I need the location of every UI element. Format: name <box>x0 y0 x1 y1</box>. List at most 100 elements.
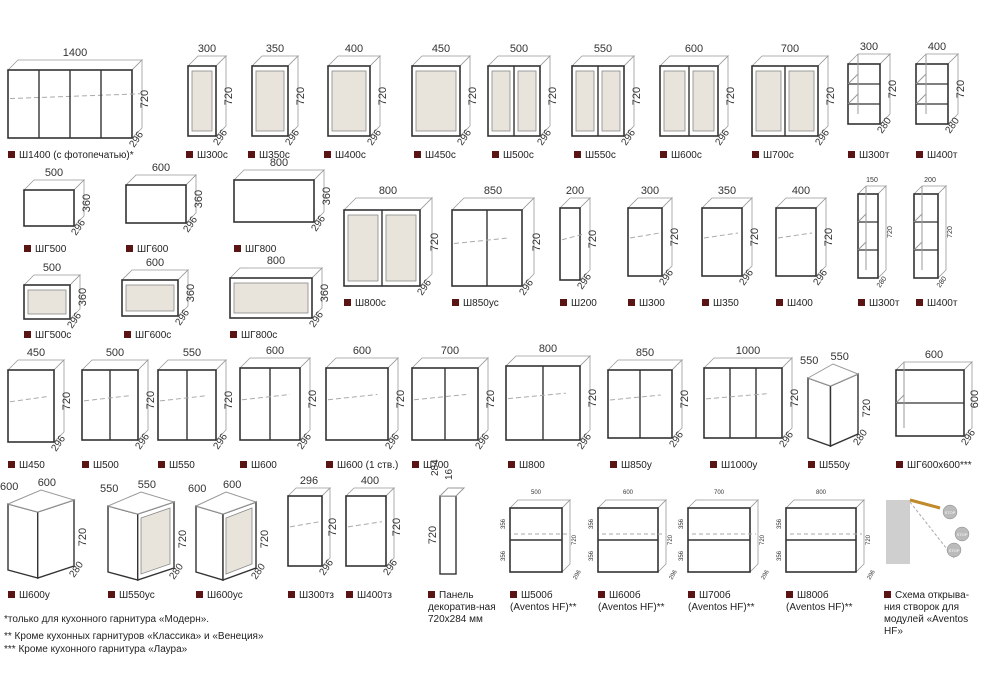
module-name: Ш500б (Aventos HF)** <box>510 590 577 613</box>
module-label-2-9: Ш550у <box>808 460 850 472</box>
height-dim: 600 <box>969 390 981 408</box>
module-label-2-5: Ш700 <box>412 460 449 472</box>
depth-dim: 16 <box>444 468 455 480</box>
marker-square-icon <box>82 461 89 468</box>
module-label-1-13: ШГ800с <box>230 330 277 342</box>
marker-square-icon <box>326 461 333 468</box>
width-dim: 450 <box>432 43 450 55</box>
stop-sign-text: STOP <box>945 510 956 515</box>
height-dim-1: 356 <box>589 518 595 529</box>
module-label-1-6: Ш300 <box>628 298 665 310</box>
module-name: Ш300т <box>869 298 900 309</box>
width-dim: 300 <box>860 41 878 53</box>
height-dim: 720 <box>429 233 441 251</box>
marker-square-icon <box>560 299 567 306</box>
width-dim: 550 <box>800 355 818 367</box>
marker-square-icon <box>702 299 709 306</box>
marker-square-icon <box>196 591 203 598</box>
width-dim: 500 <box>43 262 61 274</box>
module-name: Ш300тз <box>299 590 335 601</box>
module-name: Ш600у <box>19 590 50 601</box>
width-dim: 800 <box>267 255 285 267</box>
marker-square-icon <box>884 591 891 598</box>
stop-sign-icon: STOP <box>954 526 970 542</box>
height-dim: 720 <box>307 390 319 408</box>
module-label-1-11: ШГ500с <box>24 330 71 342</box>
height-dim: 720 <box>377 87 389 105</box>
module-name: Ш850ус <box>463 298 499 309</box>
marker-square-icon <box>574 151 581 158</box>
width-dim: 200 <box>566 185 584 197</box>
height-dim: 720 <box>887 226 894 238</box>
marker-square-icon <box>710 461 717 468</box>
stop-sign-text: STOP <box>957 532 968 537</box>
marker-square-icon <box>916 151 923 158</box>
height-dim-1: 356 <box>501 518 507 529</box>
module-label-3-7: Ш600б (Aventos HF)** <box>598 590 678 614</box>
marker-square-icon <box>598 591 605 598</box>
height-dim-2: 356 <box>589 550 595 561</box>
depth-dim: 296 <box>761 569 772 581</box>
module-name: ШГ500 <box>35 244 67 255</box>
width-dim: 500 <box>45 167 63 179</box>
width-dim: 550 <box>594 43 612 55</box>
height-dim: 720 <box>631 87 643 105</box>
module-label-1-3: Ш800с <box>344 298 386 310</box>
module-label-1-0: ШГ500 <box>24 244 66 256</box>
module-label-0-0: Ш1400 (с фотопечатью)* <box>8 150 134 162</box>
module-name: Ш350 <box>713 298 739 309</box>
module-name: Ш550ус <box>119 590 155 601</box>
module-name: ШГ600 <box>137 244 169 255</box>
stop-sign-icon: STOP <box>946 542 962 558</box>
marker-square-icon <box>858 299 865 306</box>
module-name: Ш800с <box>355 298 386 309</box>
marker-square-icon <box>808 461 815 468</box>
module-name: Ш550у <box>819 460 850 471</box>
height-dim: 720 <box>145 391 157 409</box>
module-label-3-4: Ш400тз <box>346 590 392 602</box>
module-name: Ш400тз <box>357 590 393 601</box>
width-dim: 350 <box>718 185 736 197</box>
module-name: Ш450с <box>425 150 456 161</box>
width2-dim: 600 <box>223 479 241 491</box>
width-dim: 1000 <box>736 345 760 357</box>
module-name: Ш350с <box>259 150 290 161</box>
marker-square-icon <box>660 151 667 158</box>
marker-square-icon <box>610 461 617 468</box>
module-name: Схема открыва-ния створок для модулей «A… <box>884 590 970 637</box>
module-label-1-4: Ш850ус <box>452 298 499 310</box>
marker-square-icon <box>126 245 133 252</box>
width-dim: 296 <box>300 475 318 487</box>
total-height-dim: 720 <box>760 534 766 545</box>
module-label-1-10: Ш400т <box>916 298 957 310</box>
module-name: Ш700 <box>423 460 449 471</box>
height-dim: 720 <box>391 518 403 536</box>
module-label-2-3: Ш600 <box>240 460 277 472</box>
height-dim: 720 <box>679 390 691 408</box>
marker-square-icon <box>124 331 131 338</box>
height-dim: 720 <box>587 389 599 407</box>
height-dim-1: 356 <box>777 518 783 529</box>
height-dim: 720 <box>467 87 479 105</box>
width-dim: 350 <box>266 43 284 55</box>
width-dim: 600 <box>0 481 18 493</box>
width-dim: 300 <box>198 43 216 55</box>
module-name: Ш300т <box>859 150 890 161</box>
height-dim: 720 <box>947 226 954 238</box>
module-name: Ш400т <box>927 298 958 309</box>
